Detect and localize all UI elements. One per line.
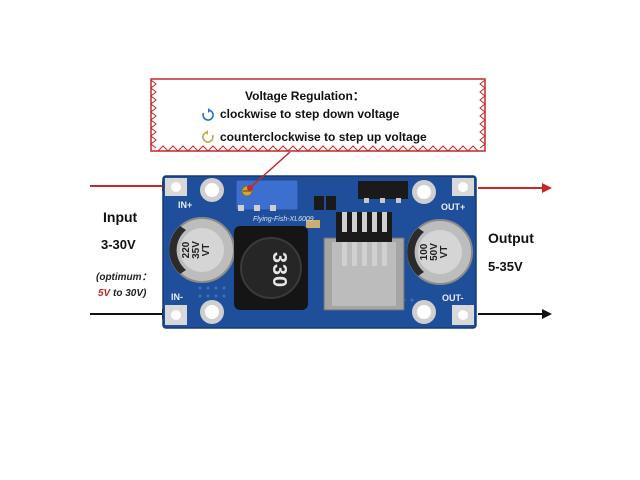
output-voltage-range: 5-35V	[488, 259, 523, 274]
callout-title: Voltage Regulation：	[245, 89, 365, 103]
voltage-regulation-callout	[150, 78, 486, 152]
pin-label-in-minus: IN-	[171, 292, 183, 302]
optimum-max-text: to 30V)	[110, 288, 147, 299]
optimum-min-value: 5V	[98, 288, 111, 299]
optimum-note-range: 5V to 30V)	[98, 288, 146, 299]
counterclockwise-instruction: counterclockwise to step up voltage	[220, 130, 427, 144]
counterclockwise-arrow-icon	[202, 130, 214, 143]
pin-label-out-plus: OUT+	[441, 202, 466, 212]
right-capacitor-marking: 100 50V VT	[419, 222, 450, 282]
pin-label-out-minus: OUT-	[442, 293, 464, 303]
left-capacitor-type: VT	[201, 243, 212, 257]
left-capacitor-marking: 220 35V VT	[181, 220, 212, 280]
silkscreen-text: Flying-Fish-XL6009	[253, 216, 314, 223]
right-capacitor-type: VT	[439, 245, 450, 259]
output-arrows	[478, 183, 552, 319]
clockwise-instruction: clockwise to step down voltage	[220, 107, 400, 121]
output-label: Output	[488, 230, 534, 246]
clockwise-arrow-icon	[202, 108, 214, 121]
input-voltage-range: 3-30V	[101, 237, 136, 252]
optimum-note-prefix: (optimum：	[96, 272, 152, 283]
inductor-marking: 330	[268, 251, 290, 289]
pin-label-in-plus: IN+	[178, 200, 193, 210]
input-label: Input	[103, 209, 138, 225]
